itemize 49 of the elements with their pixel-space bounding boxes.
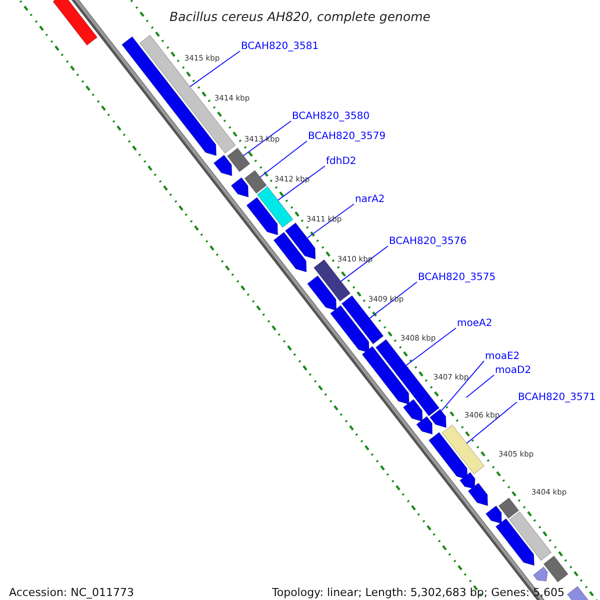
leader-line [466,374,494,398]
leader-line [340,246,388,282]
gene-bar [442,424,485,474]
map-title: Bacillus cereus AH820, complete genome [170,11,430,24]
gene-block [213,154,232,176]
gene-block [416,416,433,435]
gene-block [230,177,249,198]
gene-block [246,197,278,236]
leader-line [369,282,418,319]
gene-bar [139,34,236,154]
gene-label: BCAH820_3571 [518,393,596,403]
leader-line [190,50,240,88]
gene-block [429,408,446,428]
leader-line [278,166,326,201]
leader-line [260,140,308,178]
gene-block [284,222,316,260]
gene-bar [244,170,267,194]
gene-label: BCAH820_3579 [308,132,386,142]
gene-block [402,398,423,422]
gene-block [330,305,370,354]
gene-label: moaD2 [495,366,532,376]
gene-block [485,505,502,524]
leader-line [440,360,484,412]
leader-line [306,204,354,238]
gene-bar [256,186,294,228]
gene-bar [543,556,568,582]
gene-block [307,275,337,311]
gene-block [495,518,534,566]
gene-label: BCAH820_3575 [418,273,496,283]
gene-block [362,346,410,405]
leader-line [243,120,292,156]
accession-label: Accession: NC_011773 [9,587,134,598]
gene-label: BCAH820_3581 [241,42,319,52]
gene-bar [508,511,552,561]
gene-bar [498,497,520,519]
leader-line [466,402,518,444]
gene-label: BCAH820_3580 [292,112,370,122]
gene-block [428,432,468,480]
gene-block [468,482,488,506]
gene-block [532,566,548,582]
gene-label: BCAH820_3576 [389,237,467,247]
gene-label: narA2 [355,195,385,205]
gene-block [273,232,307,272]
gene-bar [226,148,250,172]
gene-label: moeA2 [457,319,492,329]
gene-bar [52,0,98,46]
gene-label: moaE2 [485,352,520,362]
gene-block [459,472,476,490]
gene-label: fdhD2 [326,157,356,167]
